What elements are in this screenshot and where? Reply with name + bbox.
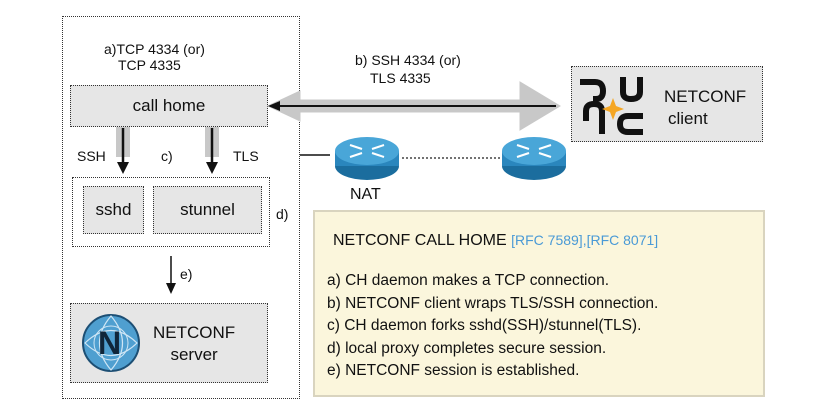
sshd-box: sshd — [83, 186, 144, 234]
local-proxy-container — [72, 177, 270, 247]
server-logo-letter: N — [98, 325, 122, 361]
call-home-box: call home — [70, 85, 268, 127]
tcp-arrowhead — [268, 101, 280, 111]
netconf-server-line1: NETCONF — [153, 323, 236, 342]
netconf-client-line2: client — [668, 109, 708, 128]
nat-label: NAT — [350, 186, 381, 203]
step-c: c) CH daemon forks sshd(SSH)/stunnel(TLS… — [327, 317, 642, 334]
step-d: d) local proxy completes secure session. — [327, 339, 607, 357]
label-b-line1: b) SSH 4334 (or) — [355, 52, 461, 68]
stunnel-label: stunnel — [180, 200, 235, 219]
tls-label: TLS — [233, 148, 259, 164]
remote-router-icon — [502, 137, 566, 180]
label-e: e) — [180, 266, 193, 282]
label-a-line1: a)TCP 4334 (or) — [104, 41, 205, 57]
panel-title: NETCONF CALL HOME [RFC 7589],[RFC 8071] — [333, 232, 658, 250]
step-a: a) CH daemon makes a TCP connection. — [327, 272, 610, 289]
netconf-server-line2: server — [170, 345, 218, 364]
label-c: c) — [161, 148, 173, 164]
rfc-references[interactable]: [RFC 7589],[RFC 8071] — [511, 232, 659, 248]
call-home-info-panel: NETCONF CALL HOME [RFC 7589],[RFC 8071] … — [313, 210, 765, 397]
netconf-client-line1: NETCONF — [664, 87, 747, 106]
nat-router-icon — [335, 137, 399, 180]
stunnel-box: stunnel — [153, 186, 262, 234]
label-d: d) — [276, 206, 289, 222]
netconf-client-label: NETCONF client — [664, 86, 746, 130]
label-a-line2: TCP 4335 — [118, 57, 181, 73]
ssh-label: SSH — [77, 148, 106, 164]
label-b-line2: TLS 4335 — [370, 70, 431, 86]
call-home-label: call home — [132, 96, 206, 115]
steps-list: a) CH daemon makes a TCP connection. b) … — [327, 270, 658, 383]
server-host-container — [62, 16, 300, 399]
step-e: e) NETCONF session is established. — [327, 362, 580, 379]
panel-title-text: NETCONF CALL HOME — [333, 232, 507, 249]
sshd-label: sshd — [95, 200, 132, 219]
netconf-server-label: NETCONF server — [153, 322, 235, 366]
step-b: b) NETCONF client wraps TLS/SSH connecti… — [327, 294, 659, 312]
